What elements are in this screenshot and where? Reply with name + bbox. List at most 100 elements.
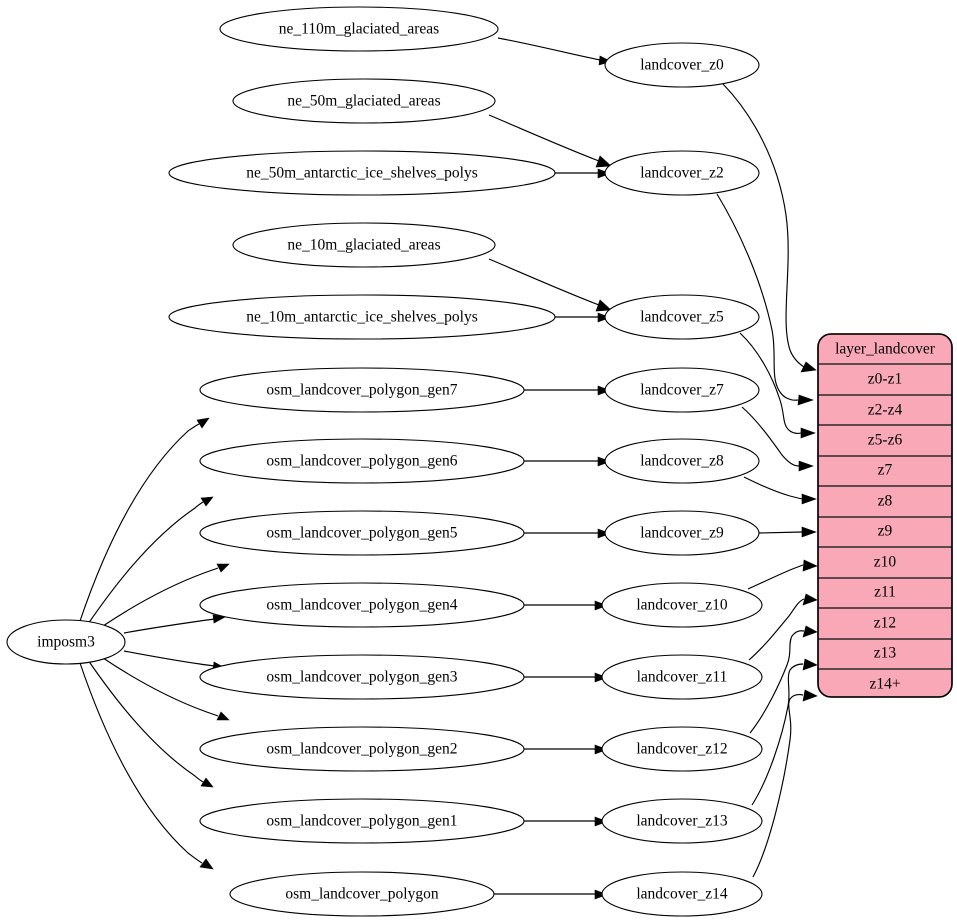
record-row-z9[interactable]: z9 xyxy=(818,523,952,548)
natural-earth-node-group: ne_110m_glaciated_areas ne_50m_glaciated… xyxy=(168,6,556,340)
node-ne-10m-glaciated-areas[interactable]: ne_10m_glaciated_areas xyxy=(232,222,496,268)
node-shape[interactable] xyxy=(604,42,760,88)
node-label: osm_landcover_polygon_gen3 xyxy=(266,669,457,686)
node-shape[interactable] xyxy=(168,150,556,196)
node-osm-landcover-polygon-gen1[interactable]: osm_landcover_polygon_gen1 xyxy=(199,798,525,844)
node-shape[interactable] xyxy=(601,654,763,700)
node-label: ne_110m_glaciated_areas xyxy=(279,21,439,38)
node-osm-landcover-polygon-gen2[interactable]: osm_landcover_polygon_gen2 xyxy=(199,726,525,772)
node-landcover-z8[interactable]: landcover_z8 xyxy=(604,438,760,484)
node-ne-110m-glaciated-areas[interactable]: ne_110m_glaciated_areas xyxy=(219,6,499,52)
record-row-z8[interactable]: z8 xyxy=(818,493,952,518)
node-label: osm_landcover_polygon xyxy=(285,886,439,903)
landcover-node-group: landcover_z0 landcover_z2 landcover_z5 l… xyxy=(601,42,763,917)
node-shape[interactable] xyxy=(199,726,525,772)
node-landcover-z9[interactable]: landcover_z9 xyxy=(604,510,760,556)
record-row-z14plus[interactable]: z14+ xyxy=(869,676,900,693)
record-row-z13[interactable]: z13 xyxy=(818,645,952,670)
edge-imposm3-to-gen2 xyxy=(102,657,230,721)
node-landcover-z11[interactable]: landcover_z11 xyxy=(601,654,763,700)
node-shape[interactable] xyxy=(232,222,496,268)
node-shape[interactable] xyxy=(199,582,525,628)
node-osm-landcover-polygon-gen3[interactable]: osm_landcover_polygon_gen3 xyxy=(199,654,525,700)
node-label: landcover_z8 xyxy=(640,453,724,470)
node-shape[interactable] xyxy=(601,871,763,917)
record-row-z7[interactable]: z7 xyxy=(818,462,952,487)
edge-ne50m-antarctic-to-z2 xyxy=(555,168,611,179)
node-shape[interactable] xyxy=(601,726,763,772)
node-shape[interactable] xyxy=(604,294,760,340)
node-landcover-z14[interactable]: landcover_z14 xyxy=(601,871,763,917)
node-landcover-z13[interactable]: landcover_z13 xyxy=(601,798,763,844)
node-shape[interactable] xyxy=(199,367,525,413)
node-landcover-z12[interactable]: landcover_z12 xyxy=(601,726,763,772)
node-label: osm_landcover_polygon_gen2 xyxy=(266,741,457,758)
node-shape[interactable] xyxy=(604,510,760,556)
node-landcover-z2[interactable]: landcover_z2 xyxy=(604,150,760,196)
node-osm-landcover-polygon-gen4[interactable]: osm_landcover_polygon_gen4 xyxy=(199,582,525,628)
node-osm-landcover-polygon-gen6[interactable]: osm_landcover_polygon_gen6 xyxy=(199,438,525,484)
node-landcover-z5[interactable]: landcover_z5 xyxy=(604,294,760,340)
edge-z0-to-row-z0z1 xyxy=(722,83,817,373)
node-label: landcover_z12 xyxy=(636,741,727,758)
record-row-z5-z6[interactable]: z5-z6 xyxy=(818,432,952,457)
node-ne-50m-glaciated-areas[interactable]: ne_50m_glaciated_areas xyxy=(232,78,496,124)
edge-z12-to-row-z12 xyxy=(749,625,818,734)
node-shape[interactable] xyxy=(601,798,763,844)
edge-z11-to-row-z11 xyxy=(748,593,818,661)
node-label: osm_landcover_polygon_gen4 xyxy=(266,597,457,614)
node-imposm3[interactable]: imposm3 xyxy=(6,619,126,665)
node-ne-50m-antarctic-ice-shelves-polys[interactable]: ne_50m_antarctic_ice_shelves_polys xyxy=(168,150,556,196)
node-shape[interactable] xyxy=(219,6,499,52)
edge-imposm3-to-gen7 xyxy=(79,417,210,622)
edge-gen1-to-z13 xyxy=(524,816,608,827)
edge-gen6-to-z8 xyxy=(524,456,611,467)
record-row-label: layer_landcover xyxy=(835,341,936,358)
edge-z8-to-row-z8 xyxy=(743,476,817,505)
edge-z10-to-row-z10 xyxy=(747,559,818,590)
record-row-z10[interactable]: z10 xyxy=(818,554,952,579)
node-osm-landcover-polygon-gen7[interactable]: osm_landcover_polygon_gen7 xyxy=(199,367,525,413)
node-label: landcover_z9 xyxy=(640,525,724,542)
node-shape[interactable] xyxy=(604,438,760,484)
node-shape[interactable] xyxy=(168,294,556,340)
edge-imposm3-to-gen1 xyxy=(87,659,214,788)
node-landcover-z7[interactable]: landcover_z7 xyxy=(604,367,760,413)
record-row-z2-z4[interactable]: z2-z4 xyxy=(818,402,952,426)
node-shape[interactable] xyxy=(229,871,495,917)
node-shape[interactable] xyxy=(199,438,525,484)
record-row-label: z5-z6 xyxy=(868,432,903,449)
record-row-label: z2-z4 xyxy=(868,402,903,419)
node-shape[interactable] xyxy=(199,510,525,556)
node-shape[interactable] xyxy=(232,78,496,124)
edge-z5-to-row-z5z6 xyxy=(739,332,816,439)
edge-ne110m-to-z0 xyxy=(497,37,612,66)
record-table-body xyxy=(817,333,953,698)
edge-polygon-to-z14 xyxy=(494,889,608,900)
node-shape[interactable] xyxy=(604,150,760,196)
edge-gen7-to-z7 xyxy=(524,385,611,396)
edge-z13-to-row-z13 xyxy=(751,658,818,806)
record-row-z11[interactable]: z11 xyxy=(818,584,952,609)
node-imposm3-shape[interactable] xyxy=(6,619,126,665)
record-row-header[interactable]: layer_landcover xyxy=(818,341,952,365)
node-shape[interactable] xyxy=(601,582,763,628)
node-label: landcover_z2 xyxy=(640,165,724,182)
record-row-label: z14+ xyxy=(869,676,900,693)
edge-imposm3-to-gen6 xyxy=(87,496,214,625)
layer-landcover-record-table[interactable]: layer_landcover z0-z1 z2-z4 z5-z6 z7 z8 … xyxy=(817,333,953,698)
node-landcover-z0[interactable]: landcover_z0 xyxy=(604,42,760,88)
node-osm-landcover-polygon[interactable]: osm_landcover_polygon xyxy=(229,871,495,917)
edge-z9-to-row-z9 xyxy=(758,526,817,538)
node-shape[interactable] xyxy=(199,654,525,700)
node-shape[interactable] xyxy=(199,798,525,844)
node-shape[interactable] xyxy=(604,367,760,413)
node-landcover-z10[interactable]: landcover_z10 xyxy=(601,582,763,628)
record-row-z12[interactable]: z12 xyxy=(818,615,952,640)
node-ne-10m-antarctic-ice-shelves-polys[interactable]: ne_10m_antarctic_ice_shelves_polys xyxy=(168,294,556,340)
node-osm-landcover-polygon-gen5[interactable]: osm_landcover_polygon_gen5 xyxy=(199,510,525,556)
node-label: landcover_z11 xyxy=(637,669,728,686)
record-row-z0-z1[interactable]: z0-z1 xyxy=(818,371,952,396)
